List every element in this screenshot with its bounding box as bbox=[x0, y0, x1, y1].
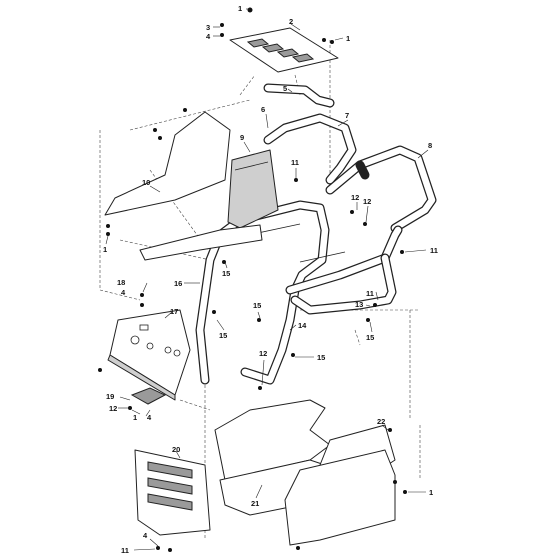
callout-4: 4 bbox=[143, 531, 148, 540]
callout-15: 15 bbox=[317, 353, 325, 362]
callout-13: 13 bbox=[355, 300, 363, 309]
callout-4: 4 bbox=[121, 288, 126, 297]
part-10-long-panel bbox=[104, 111, 263, 261]
part-20-grille-panel bbox=[134, 449, 211, 536]
callout-6: 6 bbox=[261, 105, 265, 114]
part-17-control-panel bbox=[107, 309, 191, 401]
callout-1: 1 bbox=[103, 245, 107, 254]
part-19-small-bracket bbox=[130, 387, 167, 405]
callout-15: 15 bbox=[366, 333, 374, 342]
fasteners bbox=[98, 7, 407, 552]
callout-4: 4 bbox=[206, 32, 211, 41]
callout-12: 12 bbox=[259, 349, 267, 358]
callout-11: 11 bbox=[291, 158, 299, 167]
callout-15: 15 bbox=[222, 269, 230, 278]
callout-1: 1 bbox=[429, 488, 433, 497]
callout-11: 11 bbox=[366, 289, 374, 298]
callout-16: 16 bbox=[174, 279, 182, 288]
callout-1: 1 bbox=[346, 34, 350, 43]
callout-labels: 1 2 3 4 1 5 6 7 8 9 10 1 11 12 12 11 16 … bbox=[103, 4, 438, 555]
callout-3: 3 bbox=[206, 23, 210, 32]
callout-21: 21 bbox=[251, 499, 259, 508]
callout-12: 12 bbox=[109, 404, 117, 413]
callout-11: 11 bbox=[121, 546, 129, 555]
part-9-side-panel bbox=[227, 149, 279, 229]
callout-19: 19 bbox=[106, 392, 114, 401]
callout-14: 14 bbox=[298, 321, 307, 330]
callout-1: 1 bbox=[238, 4, 242, 13]
part-22-right-panel bbox=[284, 424, 396, 546]
callout-4: 4 bbox=[147, 413, 152, 422]
part-7-handle-rod bbox=[263, 113, 357, 185]
callout-15: 15 bbox=[253, 301, 261, 310]
callout-15: 15 bbox=[219, 331, 227, 340]
callout-7: 7 bbox=[345, 111, 349, 120]
callout-12: 12 bbox=[363, 197, 371, 206]
callout-5: 5 bbox=[283, 84, 287, 93]
callout-9: 9 bbox=[240, 133, 244, 142]
callout-22: 22 bbox=[377, 417, 385, 426]
callout-12: 12 bbox=[351, 193, 359, 202]
callout-17: 17 bbox=[170, 307, 178, 316]
callout-2: 2 bbox=[289, 17, 293, 26]
leader-lines bbox=[105, 8, 429, 551]
assembly-guides bbox=[99, 40, 421, 540]
part-5-bracket bbox=[263, 83, 335, 108]
callout-10: 10 bbox=[142, 178, 150, 187]
part-2-top-plate bbox=[229, 27, 339, 73]
callout-1: 1 bbox=[133, 413, 137, 422]
callout-8: 8 bbox=[428, 141, 432, 150]
part-16-main-frame bbox=[195, 200, 403, 385]
callout-18: 18 bbox=[117, 278, 125, 287]
callout-11: 11 bbox=[430, 246, 438, 255]
callout-20: 20 bbox=[172, 445, 180, 454]
